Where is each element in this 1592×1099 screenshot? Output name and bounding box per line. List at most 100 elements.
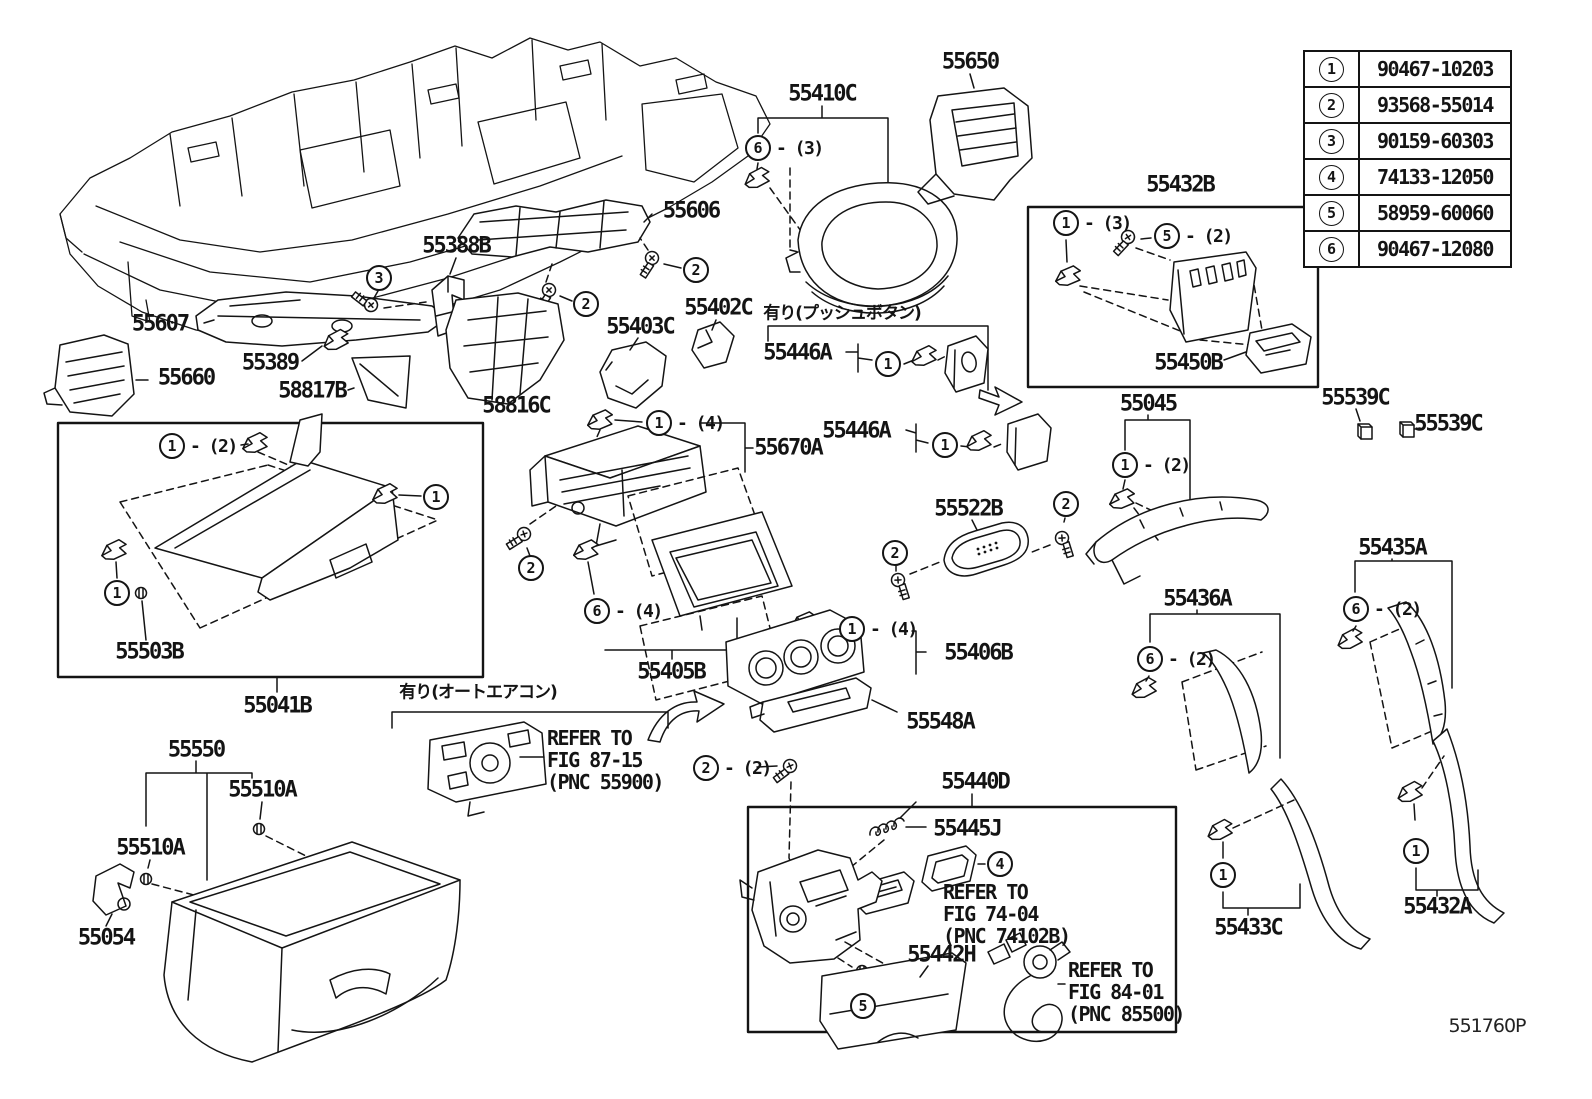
callout-2-x2-count: - (2) [724, 757, 772, 779]
callout-2-c: 2 [518, 555, 544, 581]
part-55402c [691, 319, 735, 369]
callout-3: 3 [366, 265, 392, 291]
part-58817b [347, 355, 411, 409]
part-55432a [1394, 728, 1505, 924]
legend-part-number: 58959-60060 [1377, 201, 1494, 225]
part-label-55435a: 55435A [1358, 535, 1427, 561]
callout-6-x3-count: - (3) [776, 137, 824, 159]
part-label-55402c: 55402C [684, 295, 753, 321]
callout-1-a-number: 1 [875, 351, 901, 377]
part-label-55389: 55389 [241, 350, 300, 376]
callout-1-x3: 1- (3) [1053, 210, 1132, 236]
callout-3-number: 3 [366, 265, 392, 291]
callout-2-a-number: 2 [683, 257, 709, 283]
callout-2-d: 2 [882, 540, 908, 566]
part-55436a [1128, 609, 1281, 774]
part-label-55433c: 55433C [1214, 915, 1283, 941]
callout-5-number: 5 [850, 993, 876, 1019]
legend-ref-circle: 2 [1305, 88, 1360, 122]
part-55670a-vent [504, 408, 754, 557]
callout-1-x4-a: 1- (4) [646, 410, 725, 436]
part-label-55670a: 55670A [754, 435, 823, 461]
legend-row: 6 90467-12080 [1305, 230, 1510, 266]
callout-1-x2-b-number: 1 [1112, 452, 1138, 478]
callout-6-x4-count: - (4) [615, 600, 663, 622]
part-label-55650: 55650 [941, 49, 1000, 75]
group-55432b-box [1026, 205, 1320, 389]
part-55388b [348, 257, 465, 337]
part-55406b-hvac [639, 595, 927, 733]
part-label-55522b: 55522B [934, 496, 1003, 522]
part-label-58816c: 58816C [482, 393, 551, 419]
part-label-55550: 55550 [167, 737, 226, 763]
part-label-55446a-a: 55446A [763, 340, 832, 366]
part-label-55410c: 55410C [788, 81, 857, 107]
drawing-number: 551760P [1448, 1015, 1527, 1037]
group-55446a-rows [767, 325, 1052, 471]
legend-part-number: 90159-60303 [1377, 129, 1494, 153]
part-55389-clip [301, 327, 352, 362]
callout-1-e: 1 [1210, 862, 1236, 888]
callout-4: 4 [987, 851, 1013, 877]
callout-1-x4-a-count: - (4) [677, 412, 725, 434]
callout-6-x2-b: 6- (2) [1343, 596, 1422, 622]
legend-ref-circle: 4 [1305, 160, 1360, 194]
part-label-55436a: 55436A [1163, 586, 1232, 612]
legend-part-number: 93568-55014 [1377, 93, 1494, 117]
part-55410c-hood [741, 105, 958, 314]
part-55433c [1204, 778, 1371, 950]
legend-ref-circle: 3 [1305, 124, 1360, 158]
part-label-55510a-b: 55510A [116, 835, 185, 861]
part-58816c [445, 292, 565, 405]
ref-fig-87-15: REFER TO FIG 87-15 (PNC 55900) [547, 726, 664, 794]
part-label-55405b: 55405B [637, 659, 706, 685]
callout-5-x2-number: 5 [1154, 223, 1180, 249]
callout-1-e-number: 1 [1210, 862, 1236, 888]
callout-1-x2-b: 1- (2) [1112, 452, 1191, 478]
callout-6-x2-a-count: - (2) [1168, 648, 1216, 670]
group-glove-box [92, 760, 461, 1063]
part-55539c-clips [1355, 408, 1421, 440]
callout-5-x2: 5- (2) [1154, 223, 1233, 249]
callout-5-x2-count: - (2) [1185, 225, 1233, 247]
callout-1-d-number: 1 [104, 580, 130, 606]
part-55650-vent [917, 73, 1033, 205]
callout-1-a: 1 [875, 351, 901, 377]
part-label-55045: 55045 [1119, 391, 1178, 417]
legend-ref-number: 6 [1319, 236, 1344, 262]
part-label-55607: 55607 [131, 311, 190, 337]
callout-2-e-number: 2 [1053, 491, 1079, 517]
callout-6-x2-a: 6- (2) [1137, 646, 1216, 672]
part-label-55041b: 55041B [243, 693, 312, 719]
legend-part-number: 74133-12050 [1377, 165, 1494, 189]
part-label-55503b: 55503B [115, 639, 184, 665]
callout-6-x3: 6- (3) [745, 135, 824, 161]
part-label-55442h: 55442H [907, 942, 976, 968]
part-label-55445j: 55445J [933, 816, 1002, 842]
callout-1-d: 1 [104, 580, 130, 606]
legend-part-number: 90467-12080 [1377, 237, 1494, 261]
callout-1-x2-a-number: 1 [159, 433, 185, 459]
callout-1-b: 1 [932, 432, 958, 458]
part-label-55450b: 55450B [1154, 350, 1223, 376]
part-label-55432b: 55432B [1146, 172, 1215, 198]
legend-ref-number: 1 [1319, 56, 1344, 82]
part-label-55606: 55606 [662, 198, 721, 224]
legend-ref-circle: 5 [1305, 196, 1360, 230]
legend-row: 2 93568-55014 [1305, 86, 1510, 122]
callout-6-x4: 6- (4) [584, 598, 663, 624]
callout-2-b: 2 [573, 291, 599, 317]
callout-1-f: 1 [1403, 838, 1429, 864]
fastener-legend-table: 1 90467-10203 2 93568-55014 3 90159-60303 4… [1303, 50, 1512, 268]
callout-1-x2-a-count: - (2) [190, 435, 238, 457]
ref-fig-84-01: REFER TO FIG 84-01 (PNC 85500) [1068, 958, 1185, 1026]
callout-2-x2-number: 2 [693, 755, 719, 781]
part-55660-vent [43, 334, 149, 417]
callout-6-x2-a-number: 6 [1137, 646, 1163, 672]
legend-part-number: 90467-10203 [1377, 57, 1494, 81]
part-55403c [599, 337, 667, 409]
callout-1-x4-b: 1- (4) [839, 616, 918, 642]
part-55405b-frame [570, 467, 793, 660]
